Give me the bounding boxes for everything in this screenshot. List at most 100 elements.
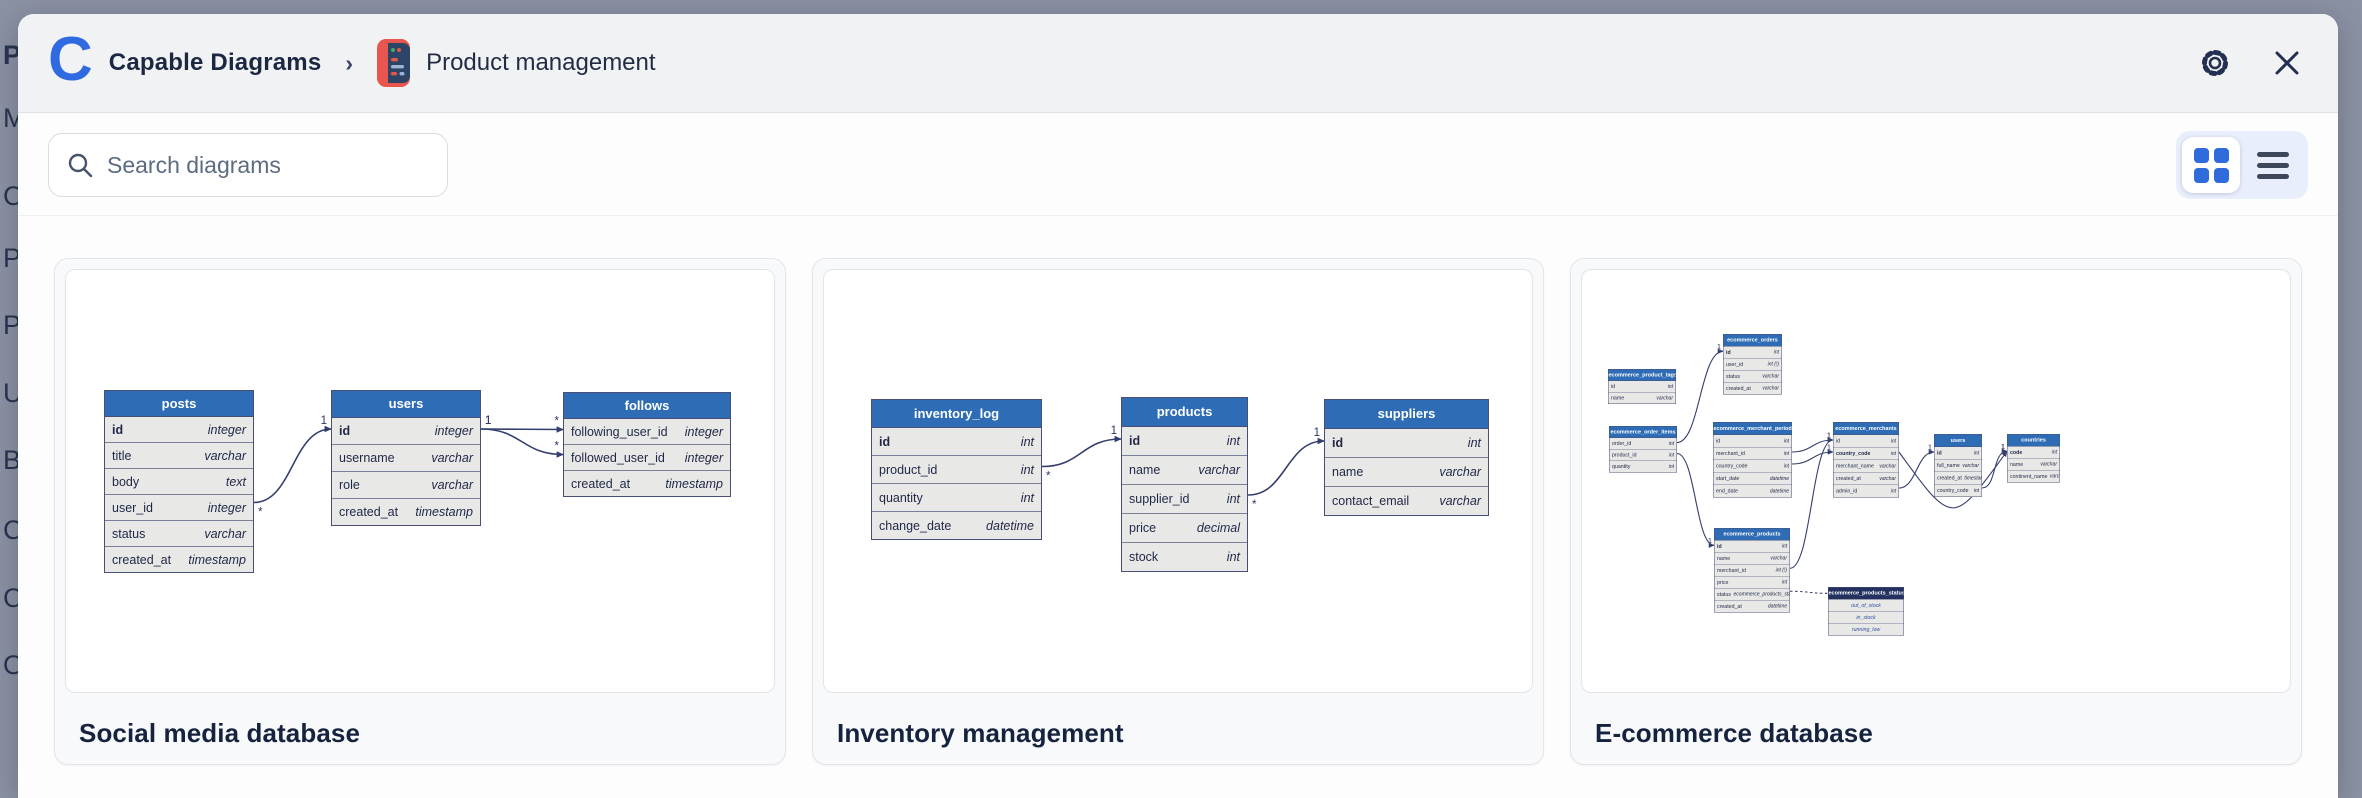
settings-button[interactable] (2192, 40, 2238, 86)
field-type: int (1226, 434, 1240, 448)
field-name: user_id (1726, 361, 1744, 368)
field-type: varchar (1770, 555, 1787, 562)
field-name: status (1717, 591, 1732, 598)
er-table-title: ecommerce_merchants (1833, 422, 1899, 435)
field-type: varchar (1198, 463, 1240, 477)
field-name: admin_id (1836, 488, 1858, 494)
field-name: id (1836, 438, 1841, 444)
field-type: varchar (1879, 463, 1896, 469)
field-type: int (1890, 438, 1896, 444)
field-type: datetime (1767, 603, 1787, 610)
er-table-title: suppliers (1325, 400, 1488, 429)
field-type: timestamp (188, 552, 246, 567)
page-title: Product management (426, 49, 656, 76)
gear-icon (2198, 46, 2232, 80)
field-type: varchar (1962, 462, 1979, 469)
field-type: datetime (1769, 475, 1789, 482)
enum-value: in_stock (1856, 614, 1876, 621)
close-icon (2272, 48, 2302, 78)
field-name: code (2010, 449, 2023, 456)
field-type: text (225, 474, 246, 489)
field-name: name (1129, 463, 1161, 477)
field-name: created_at (571, 476, 631, 491)
cardinality-label: * (555, 441, 560, 453)
field-name: contact_email (1332, 494, 1410, 508)
field-type: int (1773, 349, 1779, 356)
field-type: int (1467, 436, 1481, 450)
modal-header: C Capable Diagrams › Product management (18, 14, 2338, 113)
field-type: int (1668, 440, 1674, 447)
field-name: id (112, 422, 124, 437)
field-type: varchar (1762, 385, 1779, 392)
app-logo: C (48, 25, 93, 94)
field-type: ecommerce_products_status (1733, 591, 1790, 598)
field-name: id (1129, 434, 1141, 448)
field-name: country_code (1836, 450, 1871, 457)
enum-value: running_low (1851, 626, 1881, 633)
field-name: stock (1129, 550, 1159, 564)
field-type: varchar (204, 526, 246, 541)
er-table-title: ecommerce_order_items (1609, 426, 1677, 438)
cardinality-label: 1 (2001, 442, 2005, 451)
field-type: timestamp (1964, 475, 1981, 481)
field-name: name (1717, 555, 1731, 562)
field-name: name (1611, 395, 1625, 401)
field-name: created_at (112, 552, 172, 567)
field-type: integer (434, 424, 473, 438)
field-name: id (1716, 438, 1721, 444)
field-type: int (1668, 463, 1674, 470)
field-type: int (!) (1767, 361, 1779, 368)
cardinality-label: 1 (1708, 536, 1712, 545)
field-name: status (112, 526, 146, 541)
field-name: country_code (1937, 487, 1969, 494)
field-name: country_code (1716, 463, 1748, 469)
field-name: merchant_id (1716, 450, 1745, 457)
field-type: int (1020, 490, 1034, 505)
field-name: user_id (112, 500, 153, 515)
close-modal-button[interactable] (2266, 42, 2308, 84)
er-table-title: users (332, 391, 480, 418)
field-name: created_at (1726, 385, 1751, 392)
card-title: Inventory management (837, 718, 1124, 748)
field-type: varchar (431, 451, 473, 465)
search-input[interactable] (48, 133, 448, 197)
field-type: decimal (1196, 521, 1240, 535)
er-table-title: ecommerce_products_status (1828, 587, 1904, 600)
cardinality-label: 1 (485, 415, 491, 427)
field-name: created_at (1836, 475, 1861, 482)
field-name: change_date (879, 518, 952, 533)
field-name: product_id (1612, 452, 1637, 458)
field-type: varchar (204, 448, 246, 463)
grid-icon (2193, 147, 2229, 183)
field-type: varchar (1656, 395, 1673, 401)
cardinality-label: 1 (1717, 342, 1721, 351)
field-name: created_at (1717, 603, 1742, 610)
er-table-ecommerce_products_status: ecommerce_products_status out_of_stock in_… (1828, 587, 1904, 636)
breadcrumb-app-name[interactable]: Capable Diagrams (108, 49, 322, 76)
er-table-title: products (1122, 398, 1247, 427)
cardinality-label: 1 (1827, 443, 1831, 452)
cardinality-label: * (1252, 499, 1257, 511)
field-name: body (112, 474, 140, 489)
field-type: int (1890, 488, 1896, 494)
enum-value: out_of_stock (1851, 602, 1881, 609)
field-name: price (1717, 579, 1729, 586)
field-type: integer (684, 424, 723, 439)
field-name: id (1717, 543, 1722, 550)
cardinality-label: 1 (1928, 443, 1932, 452)
list-view-button[interactable] (2244, 137, 2302, 193)
cardinality-label: 1 (2001, 442, 2005, 451)
grid-view-button[interactable] (2182, 137, 2240, 193)
field-type: int (1020, 462, 1034, 477)
